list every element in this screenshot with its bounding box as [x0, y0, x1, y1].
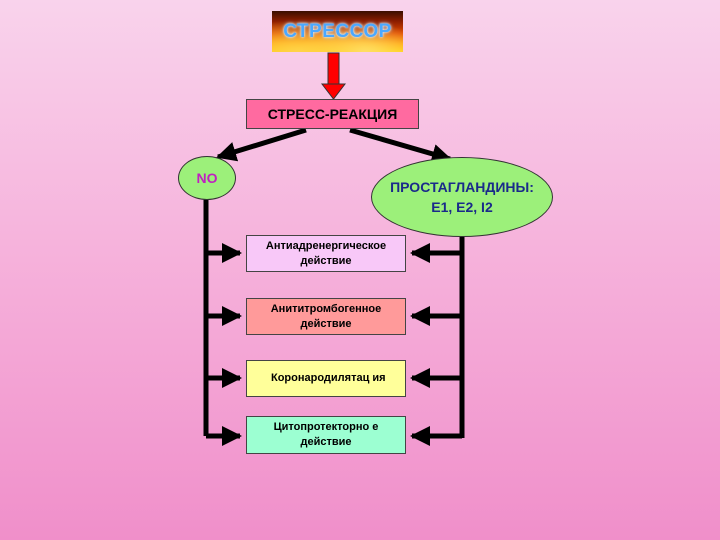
stressor-arrow: [320, 52, 347, 100]
stressor-label: СТРЕССОР: [283, 20, 392, 42]
no-node: NO: [178, 156, 236, 200]
prostaglandins-title: ПРОСТАГЛАНДИНЫ:: [390, 179, 534, 195]
stress-reaction-box: СТРЕСС-РЕАКЦИЯ: [246, 99, 419, 129]
effect-antithrombogenic: Анититромбогенное действие: [246, 298, 406, 335]
arrow-to-prostaglandins: [349, 127, 452, 164]
effect-cytoprotective: Цитопротекторно е действие: [246, 416, 406, 454]
stressor-banner: СТРЕССОР: [272, 11, 403, 52]
prostaglandins-node: ПРОСТАГЛАНДИНЫ: Е1, Е2, I2: [371, 157, 553, 237]
prostaglandins-types: Е1, Е2, I2: [431, 199, 493, 215]
arrow-to-no: [216, 127, 307, 162]
effect-coronary-dilation: Коронародилятац ия: [246, 360, 406, 397]
effect-antiadrenergic: Антиадренергическое действие: [246, 235, 406, 272]
